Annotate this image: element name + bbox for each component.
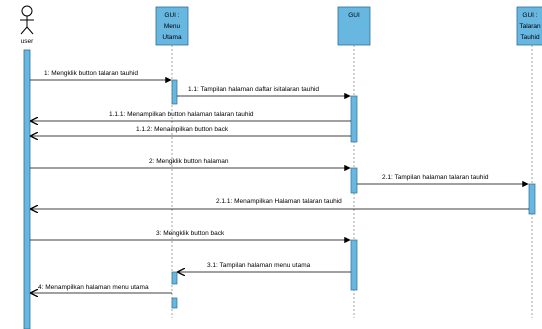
- message-3: 3: Mengklik button back: [30, 230, 351, 244]
- actor-right-leg: [26, 26, 34, 35]
- lifeline-menu-utama: GUI : Menu Utama: [155, 6, 189, 318]
- lifeline-label-menu-line2: Menu: [164, 23, 181, 30]
- lifeline-label-talaran-line1: GUI :: [522, 12, 537, 19]
- message-label: 1.1.2: Menampilkan button back: [136, 126, 229, 133]
- lifeline-label-talaran-line3: Tauhid: [520, 34, 540, 41]
- message-label: 1.1: Tampilan halaman daftar isitalaran …: [188, 86, 319, 93]
- activation-menu-3: [171, 297, 178, 309]
- lifeline-box-menu-utama: [155, 6, 189, 46]
- activation-gui-2: [350, 167, 358, 194]
- message-1-1-2: 1.1.2: Menampilkan button back: [31, 126, 351, 136]
- message-3-1: 3.1: Tampilan halaman menu utama: [178, 262, 351, 272]
- lifeline-label-gui: GUI: [348, 12, 360, 19]
- user-actor: user: [20, 5, 34, 45]
- user-lifeline: [23, 49, 31, 329]
- lifeline-label-menu-line3: Utama: [162, 34, 182, 41]
- message-2-1-1: 2.1.1: Menampilkan Halaman talaran tauhi…: [31, 198, 529, 209]
- activation-gui-3: [350, 239, 358, 291]
- message-label: 4: Menampilkan halaman menu utama: [38, 284, 149, 291]
- lifeline-label-talaran-line2: Talaran: [519, 23, 541, 30]
- lifeline-talaran-tauhid: GUI : Talaran Tauhid: [516, 6, 542, 318]
- message-label: 2.1.1: Menampilkan Halaman talaran tauhi…: [216, 198, 342, 205]
- actor-left-leg: [20, 26, 28, 35]
- message-4: 4: Menampilkan halaman menu utama: [31, 284, 172, 293]
- activation-talaran: [528, 183, 536, 215]
- lifeline-box-gui: [337, 6, 371, 46]
- actor-head: [21, 5, 33, 17]
- actor-name: user: [21, 38, 34, 45]
- activation-menu-1: [171, 79, 178, 105]
- activation-gui-1: [350, 95, 358, 143]
- message-label: 3.1: Tampilan halaman menu utama: [207, 262, 311, 269]
- message-1-1: 1.1: Tampilan halaman daftar isitalaran …: [177, 86, 351, 100]
- message-label: 3: Mengklik button back: [156, 230, 225, 237]
- message-1-1-1: 1.1.1: Menampilkan button halaman talara…: [31, 111, 351, 121]
- message-label: 2: Mengklik button halaman: [149, 158, 229, 165]
- message-label: 2.1: Tampilan halaman talaran tauhid: [382, 174, 489, 181]
- message-2: 2: Mengklik button halaman: [30, 158, 351, 172]
- lifeline-box-talaran: [516, 6, 542, 46]
- message-label: 1: Mengklik button talaran tauhid: [44, 70, 138, 77]
- message-label: 1.1.1: Menampilkan button halaman talara…: [109, 111, 254, 118]
- message-2-1: 2.1: Tampilan halaman talaran tauhid: [357, 174, 529, 188]
- message-1: 1: Mengklik button talaran tauhid: [30, 70, 172, 84]
- lifeline-label-menu-line1: GUI :: [164, 12, 179, 19]
- activation-menu-2: [171, 271, 178, 285]
